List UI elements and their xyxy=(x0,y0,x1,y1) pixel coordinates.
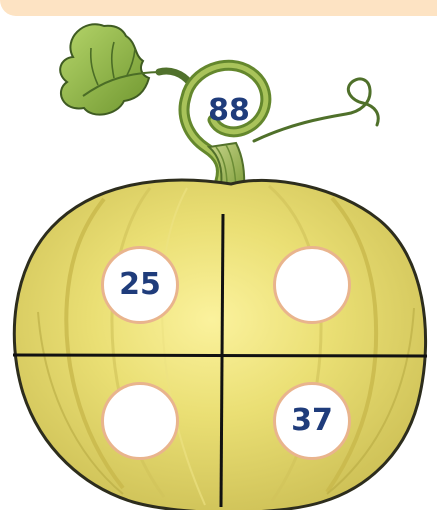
bottom-left-answer-circle[interactable] xyxy=(101,382,179,460)
vine-icon xyxy=(159,71,190,83)
top-left-number-circle: 25 xyxy=(101,246,179,324)
bottom-right-number-circle: 37 xyxy=(273,382,351,460)
top-right-answer-circle[interactable] xyxy=(273,246,351,324)
leaf-icon xyxy=(60,24,149,114)
stem-number: 88 xyxy=(200,93,258,129)
